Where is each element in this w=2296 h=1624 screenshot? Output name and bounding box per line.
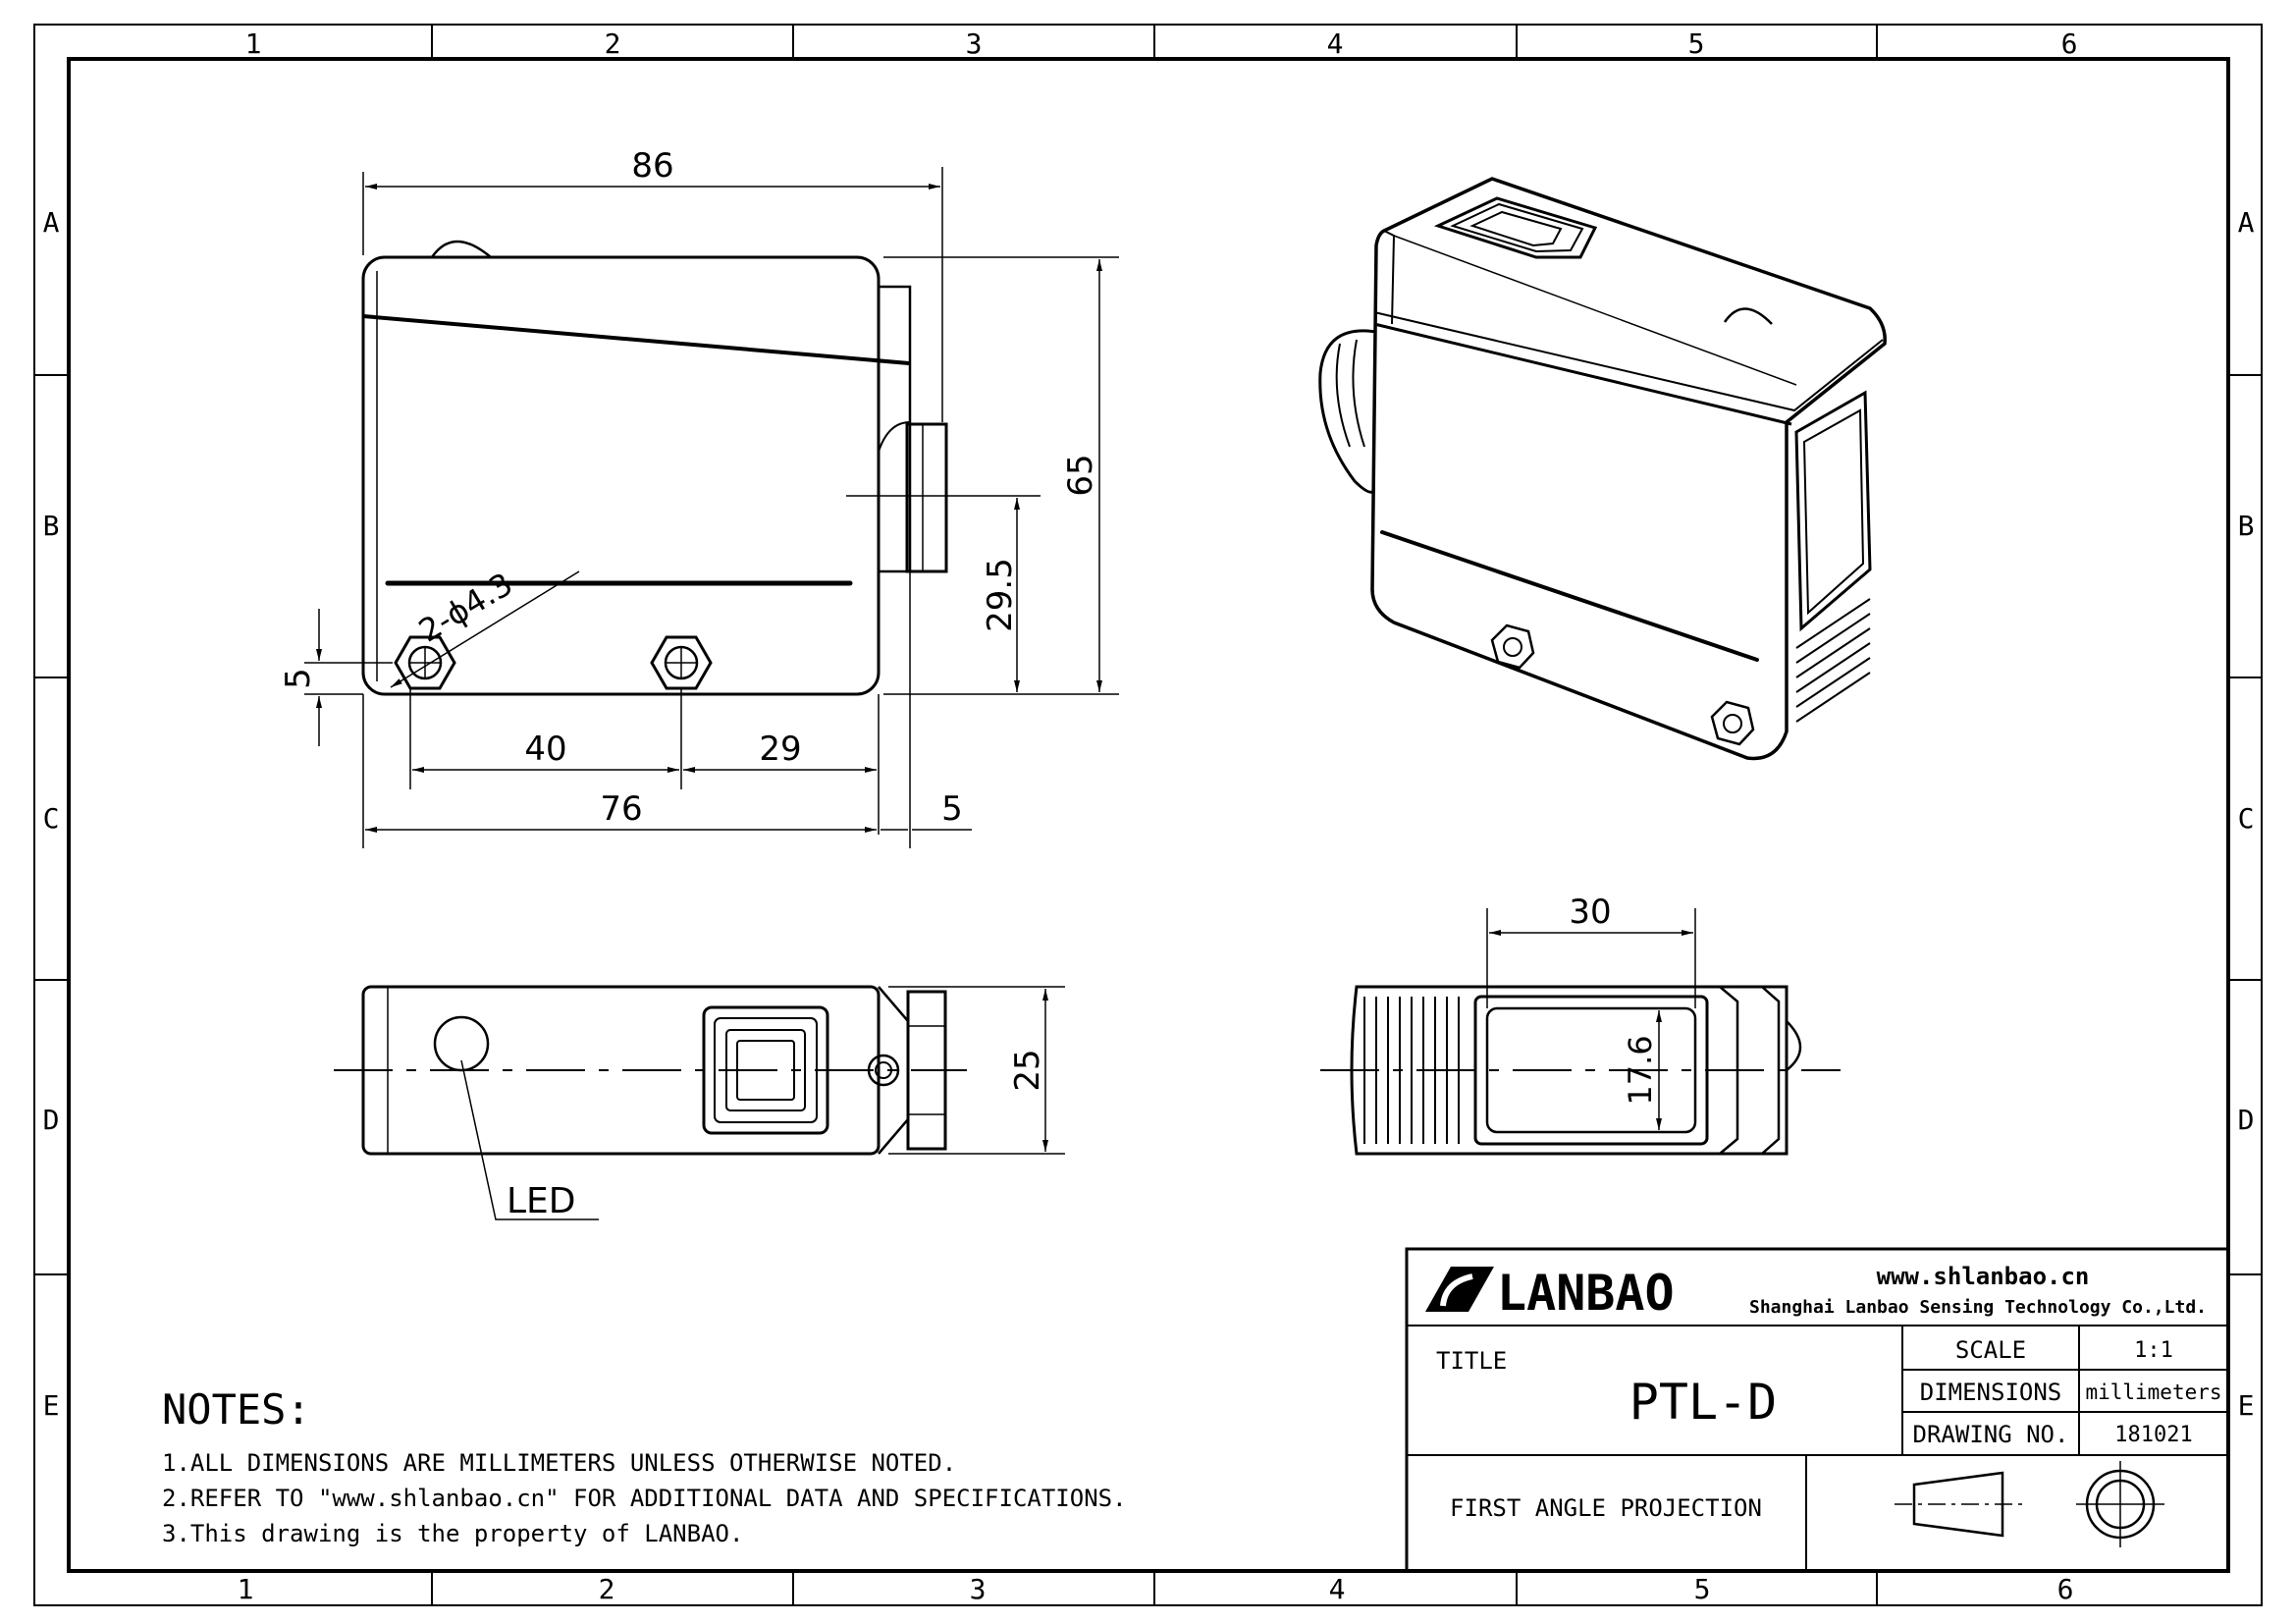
dim-76: 76 — [600, 789, 642, 829]
drawing-frame — [33, 24, 2263, 1606]
dim-86: 86 — [631, 146, 673, 186]
dimensions-label: DIMENSIONS — [1920, 1379, 2062, 1406]
row-label: E — [2238, 1389, 2255, 1422]
dim-29: 29 — [759, 730, 801, 769]
top-view-dimensions: 25 LED — [460, 986, 1065, 1221]
row-labels-right: A B C D E — [2238, 206, 2255, 1422]
drawing-no-value: 181021 — [2114, 1423, 2192, 1447]
projection-label: FIRST ANGLE PROJECTION — [1450, 1494, 1762, 1522]
scale-label: SCALE — [1955, 1336, 2026, 1364]
row-label: B — [2238, 510, 2255, 542]
mounting-hole-left — [394, 635, 456, 690]
side-view-dimensions: 30 17.6 — [1486, 893, 1696, 1130]
dim-5-vertical: 5 — [279, 668, 318, 689]
scale-value: 1:1 — [2134, 1338, 2173, 1363]
mounting-hole-right — [650, 635, 713, 690]
note-item: 2.REFER TO "www.shlanbao.cn" FOR ADDITIO… — [162, 1485, 1127, 1512]
col-label: 6 — [2057, 1573, 2074, 1605]
row-labels-left: A B C D E — [43, 206, 60, 1422]
dim-25: 25 — [1008, 1049, 1047, 1091]
logo-text: LANBAO — [1497, 1265, 1675, 1322]
row-label: D — [43, 1104, 60, 1136]
note-item: 3.This drawing is the property of LANBAO… — [162, 1520, 743, 1547]
col-label: 3 — [966, 27, 983, 60]
note-item: 1.ALL DIMENSIONS ARE MILLIMETERS UNLESS … — [162, 1449, 956, 1477]
col-label: 4 — [1329, 1573, 1346, 1605]
front-view-dimensions: 86 65 29.5 5 40 29 76 5 2-ϕ4.3 — [279, 146, 1119, 848]
row-label: D — [2238, 1104, 2255, 1136]
row-label: C — [2238, 802, 2255, 835]
projection-symbol — [1895, 1461, 2164, 1547]
company-name: Shanghai Lanbao Sensing Technology Co.,L… — [1749, 1297, 2207, 1318]
col-label: 1 — [245, 27, 262, 60]
col-label: 2 — [599, 1573, 615, 1605]
row-label: A — [2238, 206, 2255, 239]
top-window — [1433, 196, 1598, 259]
iso-nut-right — [1710, 700, 1755, 746]
notes-heading: NOTES: — [162, 1385, 311, 1434]
row-label: E — [43, 1389, 60, 1422]
right-lens-window — [1794, 390, 1872, 723]
title-value: PTL-D — [1629, 1374, 1778, 1431]
dim-65: 65 — [1061, 454, 1100, 496]
isometric-view — [1318, 177, 1887, 761]
col-label: 2 — [605, 27, 621, 60]
title-label: TITLE — [1436, 1347, 1507, 1375]
iso-connector — [1318, 329, 1377, 494]
col-label: 3 — [970, 1573, 987, 1605]
col-label: 6 — [2061, 27, 2078, 60]
company-website: www.shlanbao.cn — [1877, 1263, 2090, 1290]
col-label: 5 — [1694, 1573, 1711, 1605]
dim-29-5: 29.5 — [981, 558, 1020, 632]
row-label: B — [43, 510, 60, 542]
dim-30: 30 — [1569, 893, 1611, 932]
row-label: C — [43, 802, 60, 835]
hole-callout: 2-ϕ4.3 — [412, 566, 519, 650]
led-label: LED — [507, 1181, 576, 1221]
col-label: 4 — [1327, 27, 1344, 60]
column-labels-top: 1 2 3 4 5 6 — [245, 27, 2078, 60]
front-view — [361, 240, 1041, 696]
side-view — [1320, 985, 1841, 1156]
notes: NOTES: 1.ALL DIMENSIONS ARE MILLIMETERS … — [162, 1385, 1127, 1547]
drawing-no-label: DRAWING NO. — [1913, 1421, 2069, 1448]
dim-40: 40 — [524, 730, 566, 769]
row-label: A — [43, 206, 60, 239]
column-labels-bottom: 1 2 3 4 5 6 — [238, 1573, 2074, 1605]
lanbao-logo: LANBAO — [1425, 1265, 1675, 1322]
dim-17-6: 17.6 — [1622, 1035, 1659, 1105]
iso-nut-left — [1490, 623, 1535, 670]
col-label: 1 — [238, 1573, 254, 1605]
title-block: LANBAO www.shlanbao.cn Shanghai Lanbao S… — [1405, 1247, 2230, 1573]
dim-5-horizontal: 5 — [941, 789, 963, 829]
dimensions-value: millimeters — [2085, 1380, 2221, 1404]
col-label: 5 — [1688, 27, 1705, 60]
top-view — [334, 985, 967, 1156]
